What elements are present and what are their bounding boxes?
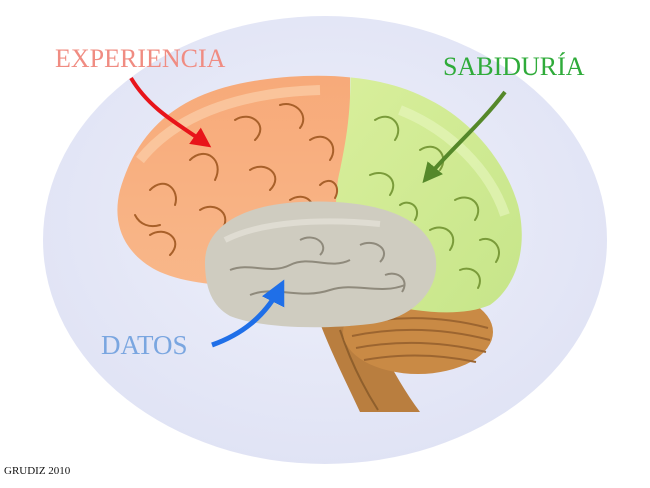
sabiduria-arrow [422,90,507,184]
datos-label: DATOS [101,330,188,360]
experiencia-arrow [129,76,212,148]
datos-arrow [211,279,285,348]
credit-text: GRUDIZ 2010 [4,465,71,477]
sabiduria-label: SABIDURÍA [443,52,585,81]
experiencia-label: EXPERIENCIA [55,44,226,73]
datos-region [205,201,437,328]
